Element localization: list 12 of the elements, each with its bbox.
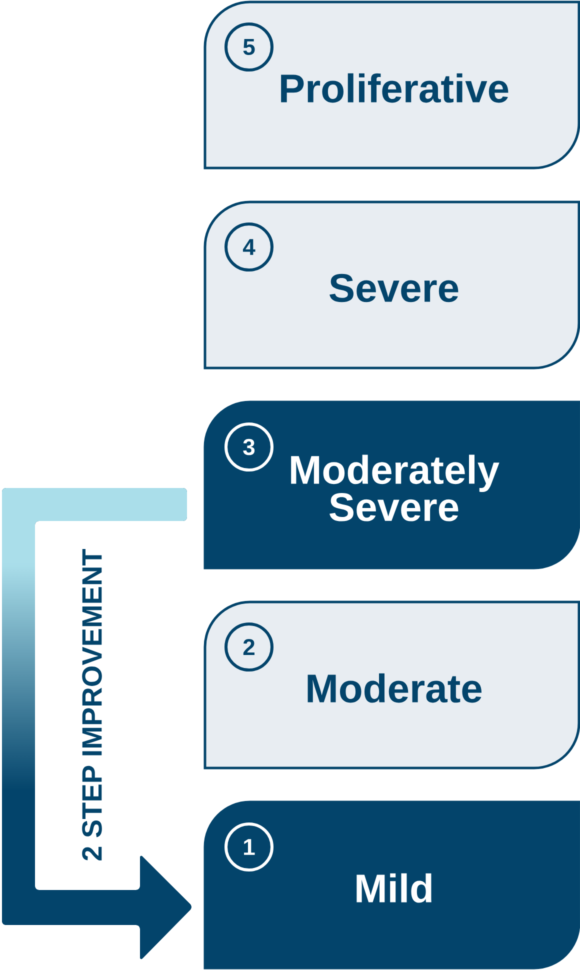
edge-label: 2 STEP IMPROVEMENT [80, 546, 104, 864]
step-number: 5 [224, 22, 274, 72]
step-number: 4 [224, 222, 274, 272]
stage-box: Moderately Severe 3 [204, 400, 580, 570]
stage-box: Moderate 2 [204, 600, 580, 770]
stage-box: Mild 1 [204, 800, 580, 970]
stage-box: Severe 4 [204, 200, 580, 370]
arrow [2, 488, 192, 960]
stage-box: Proliferative 5 [204, 0, 580, 170]
step-number: 2 [224, 622, 274, 672]
step-number: 3 [224, 422, 274, 472]
step-number: 1 [224, 822, 274, 872]
